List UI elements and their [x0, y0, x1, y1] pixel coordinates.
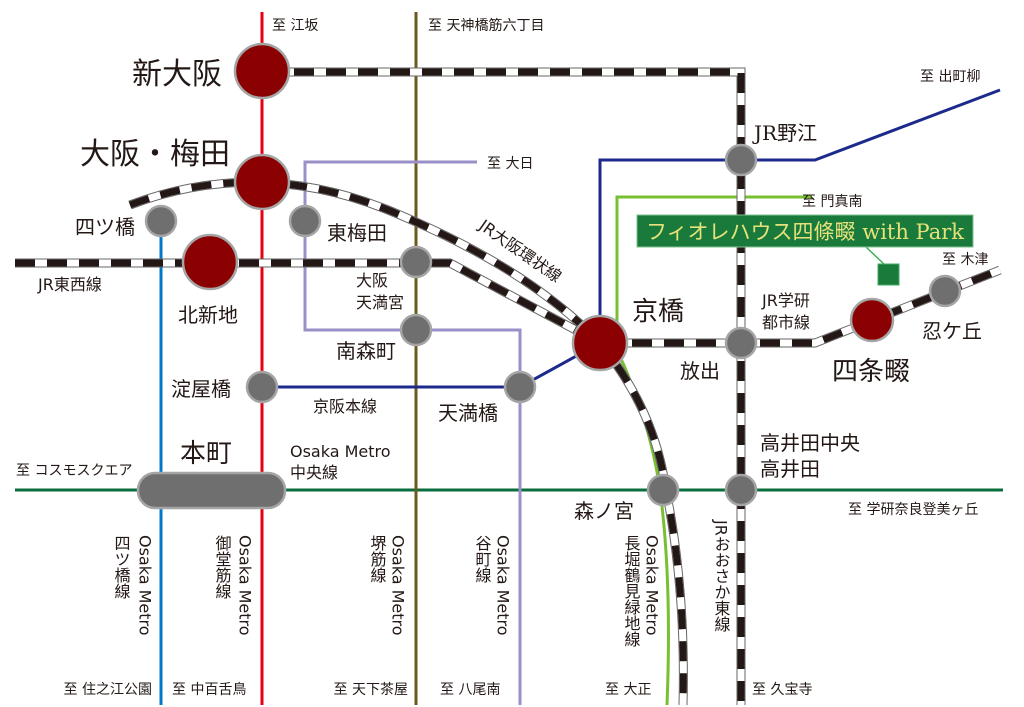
label-morinomiya: 森ノ宮	[574, 499, 634, 523]
label-higashi-umeda: 東梅田	[327, 221, 387, 245]
station-shijonawate[interactable]	[849, 297, 895, 343]
property-callout[interactable]: フィオレハウス四條畷 with Park	[636, 214, 974, 286]
label-takaida-1: 高井田中央	[760, 431, 860, 455]
label-tenmabashi: 天満橋	[438, 401, 498, 425]
dest-kadomaminami: 至 門真南	[802, 194, 862, 210]
label-kitashinchi: 北新地	[178, 303, 238, 327]
label-tanimachi-1: Osaka Metro	[494, 535, 513, 636]
jr-tozai-line	[15, 258, 603, 347]
label-osaka-tenmangu-1: 大阪	[356, 271, 388, 290]
station-yotsubashi[interactable]	[144, 204, 178, 238]
station-osaka-umeda[interactable]	[233, 153, 291, 211]
label-hanaten: 放出	[680, 359, 720, 383]
label-nagahori-1: Osaka Metro	[643, 535, 662, 636]
dest-cosmosquare: 至 コスモスクエア	[16, 463, 132, 479]
dest-kizu: 至 木津	[942, 252, 988, 268]
dest-demachiyanagi: 至 出町柳	[920, 68, 980, 85]
label-shin-osaka: 新大阪	[132, 57, 222, 92]
station-shinobugaoka[interactable]	[928, 274, 962, 308]
station-yodoyabashi[interactable]	[245, 370, 279, 404]
label-jr-tozai: JR東西線	[37, 275, 102, 294]
label-keihan: 京阪本線	[313, 397, 377, 416]
property-marker-icon	[877, 263, 900, 286]
station-takaida[interactable]	[724, 473, 758, 507]
label-shinobugaoka: 忍ケ丘	[922, 319, 982, 343]
dest-yaominami: 至 八尾南	[440, 682, 500, 698]
station-kitashinchi[interactable]	[181, 233, 239, 291]
dest-tengachaya: 至 天下茶屋	[334, 682, 408, 698]
label-yodoyabashi: 淀屋橋	[171, 377, 231, 401]
label-honmachi: 本町	[180, 439, 232, 469]
label-chuo-1: Osaka Metro	[290, 442, 391, 461]
station-minamimorimachi[interactable]	[399, 313, 433, 347]
label-gakken-2: 都市線	[762, 313, 810, 332]
dest-kyuhoji: 至 久宝寺	[752, 682, 812, 698]
label-chuo-2: 中央線	[290, 463, 338, 482]
dest-esaka: 至 江坂	[272, 18, 318, 34]
label-takaida-2: 高井田	[760, 457, 820, 481]
tanimachi-line	[303, 160, 522, 705]
dest-suminoe: 至 住之江公園	[64, 682, 152, 698]
station-osaka-tenmangu[interactable]	[399, 245, 433, 279]
label-osaka-higashi: JRおおさか東線	[712, 519, 731, 632]
label-gakken-1: JR学研	[761, 291, 810, 310]
label-jr-noe: JR野江	[752, 121, 817, 145]
property-label-box	[636, 214, 974, 248]
station-honmachi[interactable]	[136, 471, 287, 510]
dest-nakamozu: 至 中百舌鳥	[172, 682, 246, 698]
station-hanaten[interactable]	[724, 326, 758, 360]
label-sakaisuji-1: Osaka Metro	[389, 535, 408, 636]
keihan-line	[262, 88, 1001, 389]
dest-tenjinbashi: 至 天神橋筋六丁目	[428, 17, 544, 34]
station-kyobashi[interactable]	[571, 314, 629, 372]
label-minamimorimachi: 南森町	[336, 339, 396, 363]
label-kyobashi: 京橋	[632, 297, 684, 327]
station-tenmabashi[interactable]	[503, 370, 537, 404]
label-nagahori-2: 長堀鶴見緑地線	[622, 535, 641, 647]
label-tanimachi-2: 谷町線	[473, 535, 492, 583]
label-midosuji-1: Osaka Metro	[236, 535, 255, 636]
station-morinomiya[interactable]	[646, 473, 680, 507]
label-sakaisuji-2: 堺筋線	[368, 535, 387, 583]
label-midosuji-2: 御堂筋線	[213, 535, 232, 599]
station-shin-osaka[interactable]	[233, 42, 291, 100]
label-shijonawate: 四条畷	[832, 357, 910, 387]
station-higashi-umeda[interactable]	[288, 204, 322, 238]
label-yotsubashi: 四ツ橋	[75, 215, 135, 239]
label-yotsubashi-2: 四ツ橋線	[112, 535, 131, 599]
dest-taisho: 至 大正	[605, 682, 651, 698]
label-yotsubashi-1: Osaka Metro	[136, 535, 155, 636]
station-jr-noe[interactable]	[724, 143, 758, 177]
property-name: フィオレハウス四條畷 with Park	[646, 220, 964, 244]
label-osaka-umeda: 大阪・梅田	[80, 137, 230, 172]
dest-gakkennara: 至 学研奈良登美ヶ丘	[848, 502, 978, 518]
label-osaka-tenmangu-2: 天満宮	[356, 293, 404, 312]
dest-dainichi: 至 大日	[487, 156, 533, 172]
